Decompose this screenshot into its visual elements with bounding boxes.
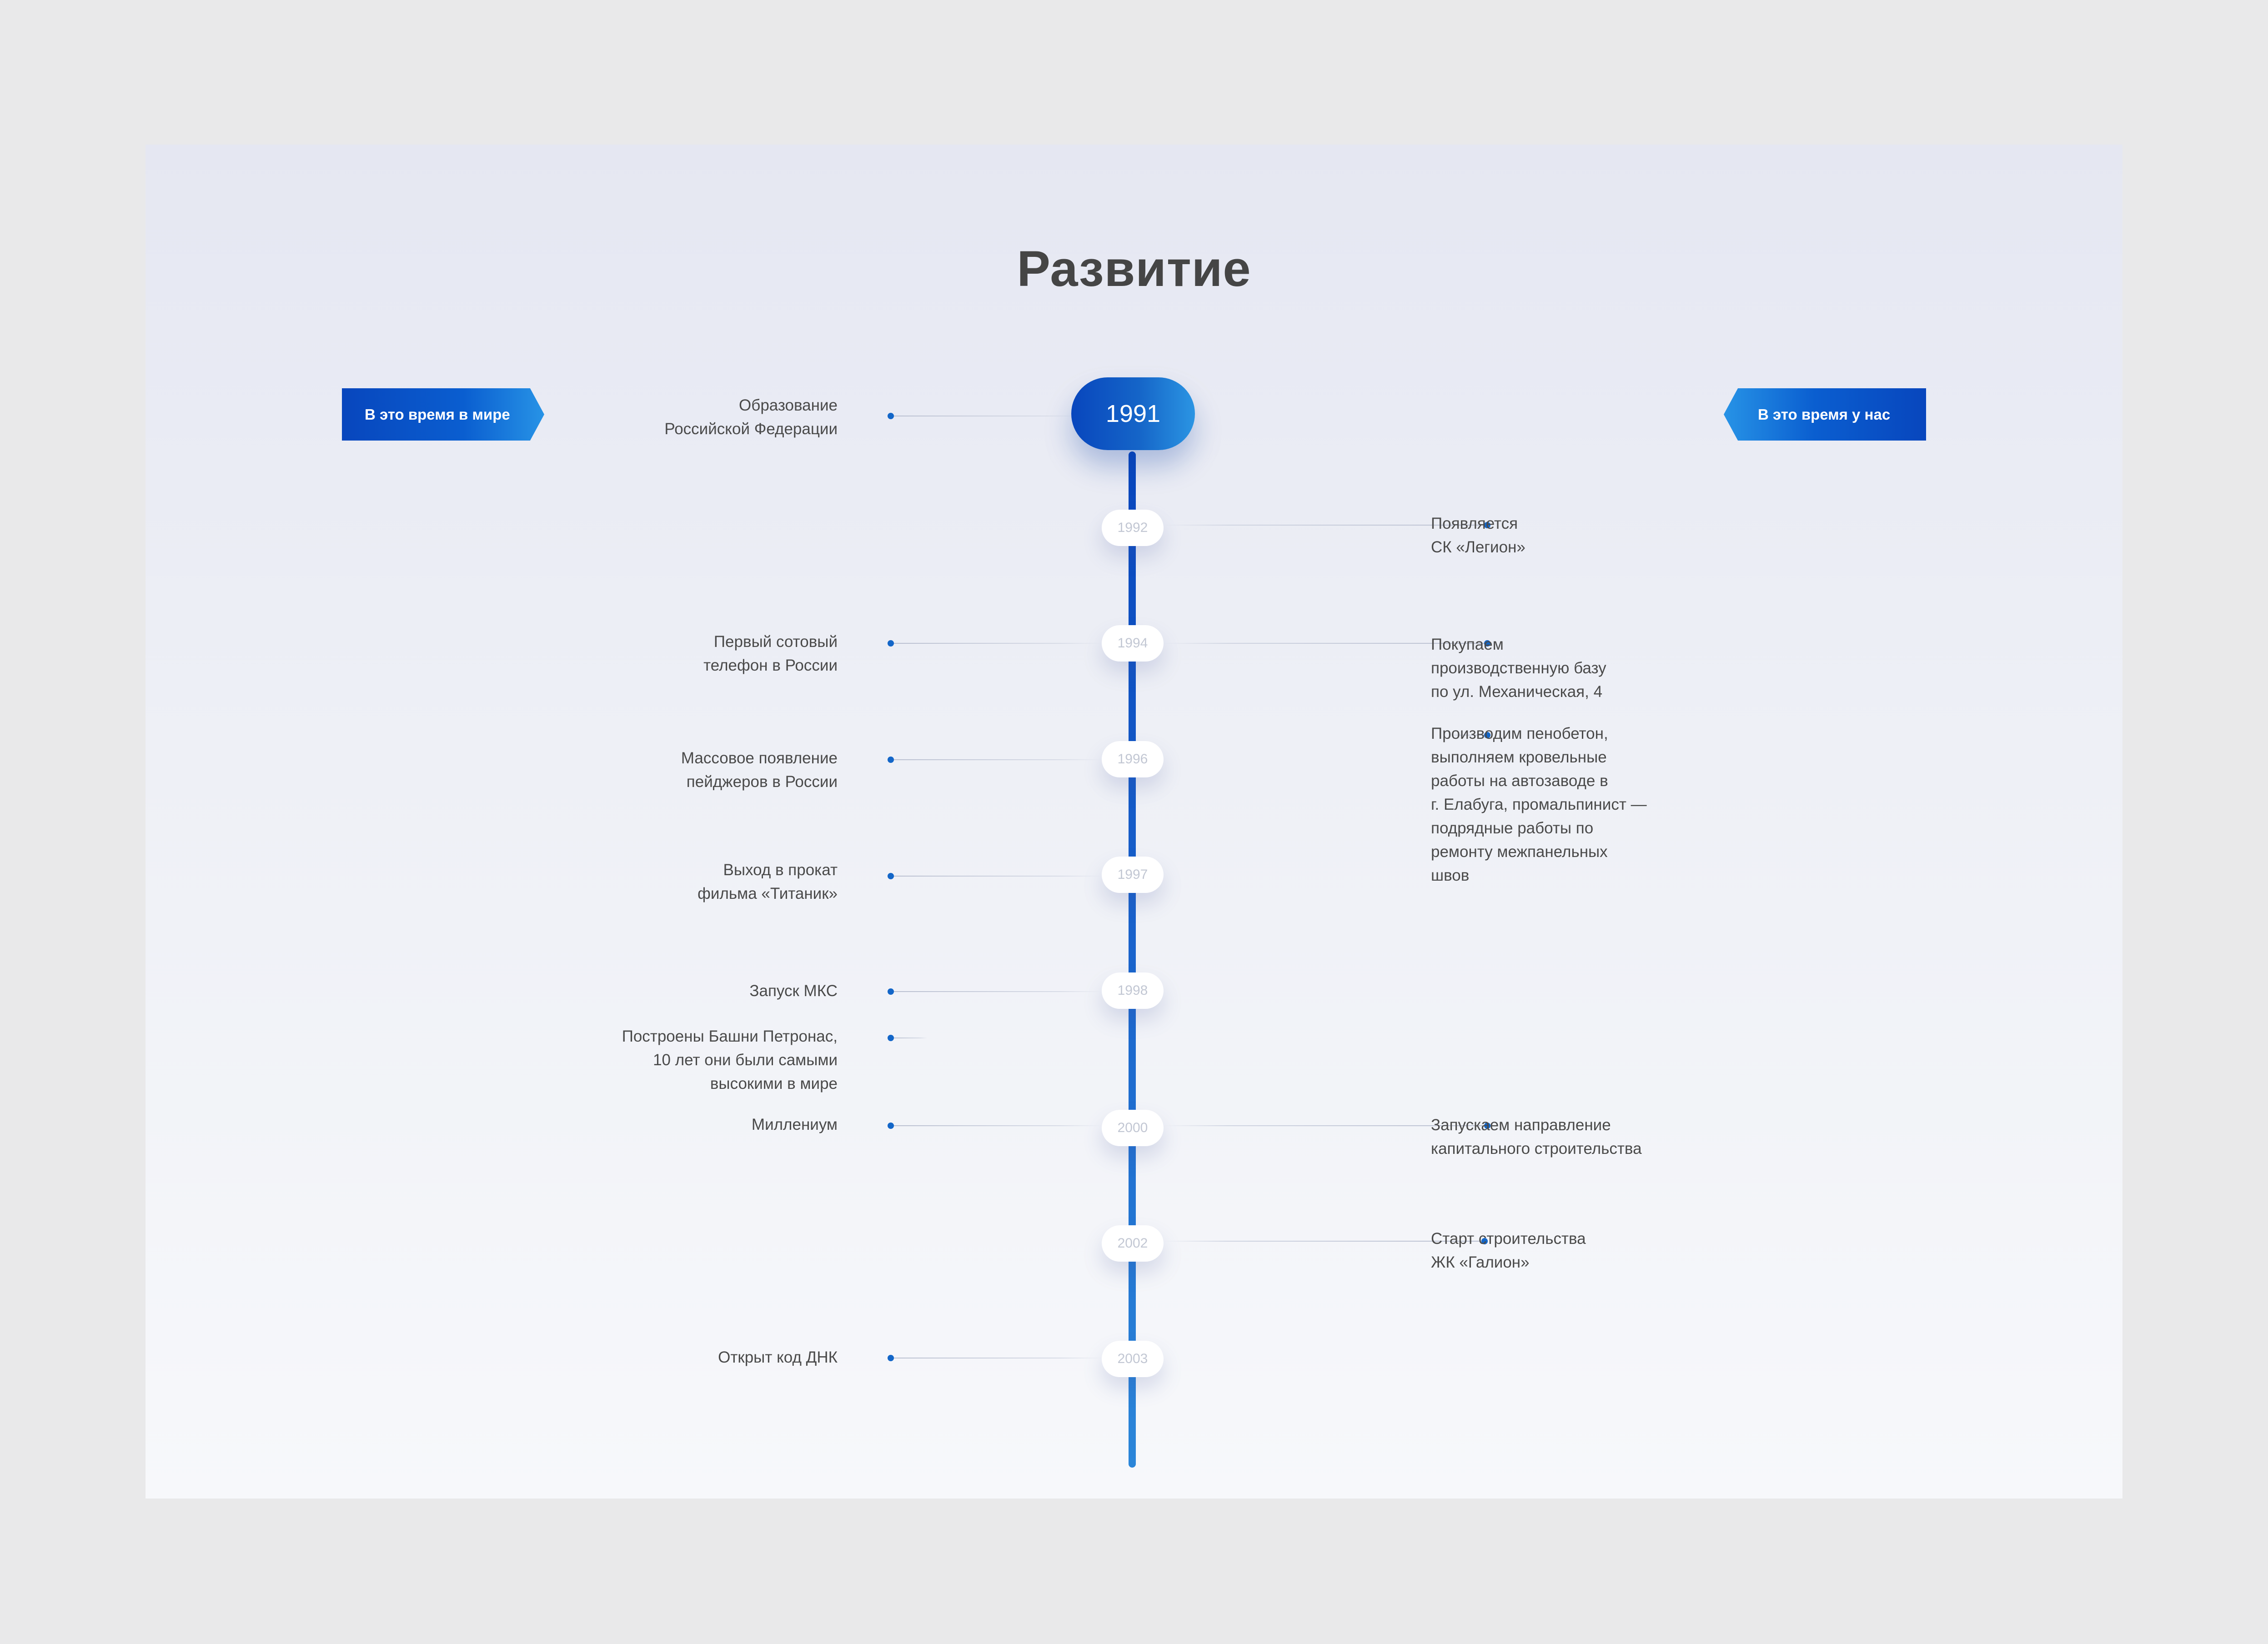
- marker-dot: [1484, 640, 1490, 647]
- company-event-2002: Старт строительства ЖК «Галион»: [1431, 1230, 1586, 1271]
- year-pill-2002: 2002: [1102, 1225, 1164, 1262]
- marker-dot: [888, 873, 894, 879]
- marker-dot: [888, 757, 894, 763]
- world-event-petronas: Построены Башни Петронас, 10 лет они был…: [622, 1028, 838, 1093]
- world-event-2000: Миллениум: [751, 1116, 838, 1133]
- year-pill-1994: 1994: [1102, 625, 1164, 662]
- connector-world-1994: [891, 643, 1102, 644]
- marker-dot: [888, 1035, 894, 1041]
- marker-dot: [888, 1123, 894, 1129]
- connector-world-1996: [891, 759, 1102, 760]
- connector-company-1994: [1164, 643, 1487, 644]
- connector-company-1996: [1451, 735, 1487, 736]
- year-pill-1997: 1997: [1102, 857, 1164, 893]
- world-event-1996: Массовое появление пейджеров в России: [681, 749, 838, 791]
- marker-dot: [888, 1355, 894, 1361]
- year-pill-2000: 2000: [1102, 1110, 1164, 1146]
- marker-dot: [1481, 1238, 1488, 1244]
- world-event-2003: Открыт код ДНК: [718, 1348, 838, 1366]
- connector-world-2000: [891, 1125, 1102, 1126]
- timeline-axis: [1129, 451, 1136, 1468]
- world-event-1998: Запуск МКС: [749, 982, 838, 1000]
- connector-world-1998: [891, 991, 1102, 992]
- connector-world-1997: [891, 876, 1102, 877]
- timeline-section: Развитие В это время в мире В это время …: [146, 145, 2122, 1499]
- company-event-1992: Появляется СК «Легион»: [1431, 515, 1525, 556]
- connector-company-1992: [1164, 525, 1487, 526]
- main-year-badge: 1991: [1071, 377, 1195, 450]
- year-pill-1998: 1998: [1102, 972, 1164, 1009]
- marker-dot: [1484, 522, 1490, 528]
- company-event-1996: Производим пенобетон, выполняем кровельн…: [1431, 725, 1647, 884]
- marker-dot: [888, 413, 894, 419]
- connector-company-2002: [1164, 1241, 1485, 1242]
- section-title: Развитие: [1017, 241, 1251, 297]
- world-flag-label: В это время в мире: [342, 388, 544, 441]
- marker-dot: [1484, 732, 1490, 738]
- company-event-1994: Покупаем производственную базу по ул. Ме…: [1431, 636, 1606, 701]
- world-event-1994: Первый сотовый телефон в России: [703, 633, 838, 674]
- marker-dot: [1484, 1123, 1490, 1129]
- year-pill-2003: 2003: [1102, 1341, 1164, 1377]
- year-pill-1992: 1992: [1102, 510, 1164, 546]
- world-event-1997: Выход в прокат фильма «Титаник»: [697, 861, 838, 902]
- year-pill-1996: 1996: [1102, 741, 1164, 777]
- company-event-2000: Запускаем направление капитального строи…: [1431, 1116, 1642, 1158]
- marker-dot: [888, 988, 894, 995]
- company-flag-label: В это время у нас: [1724, 388, 1926, 441]
- world-event-1991: Образование Российской Федерации: [664, 396, 838, 438]
- marker-dot: [888, 640, 894, 647]
- connector-company-2000: [1164, 1125, 1487, 1126]
